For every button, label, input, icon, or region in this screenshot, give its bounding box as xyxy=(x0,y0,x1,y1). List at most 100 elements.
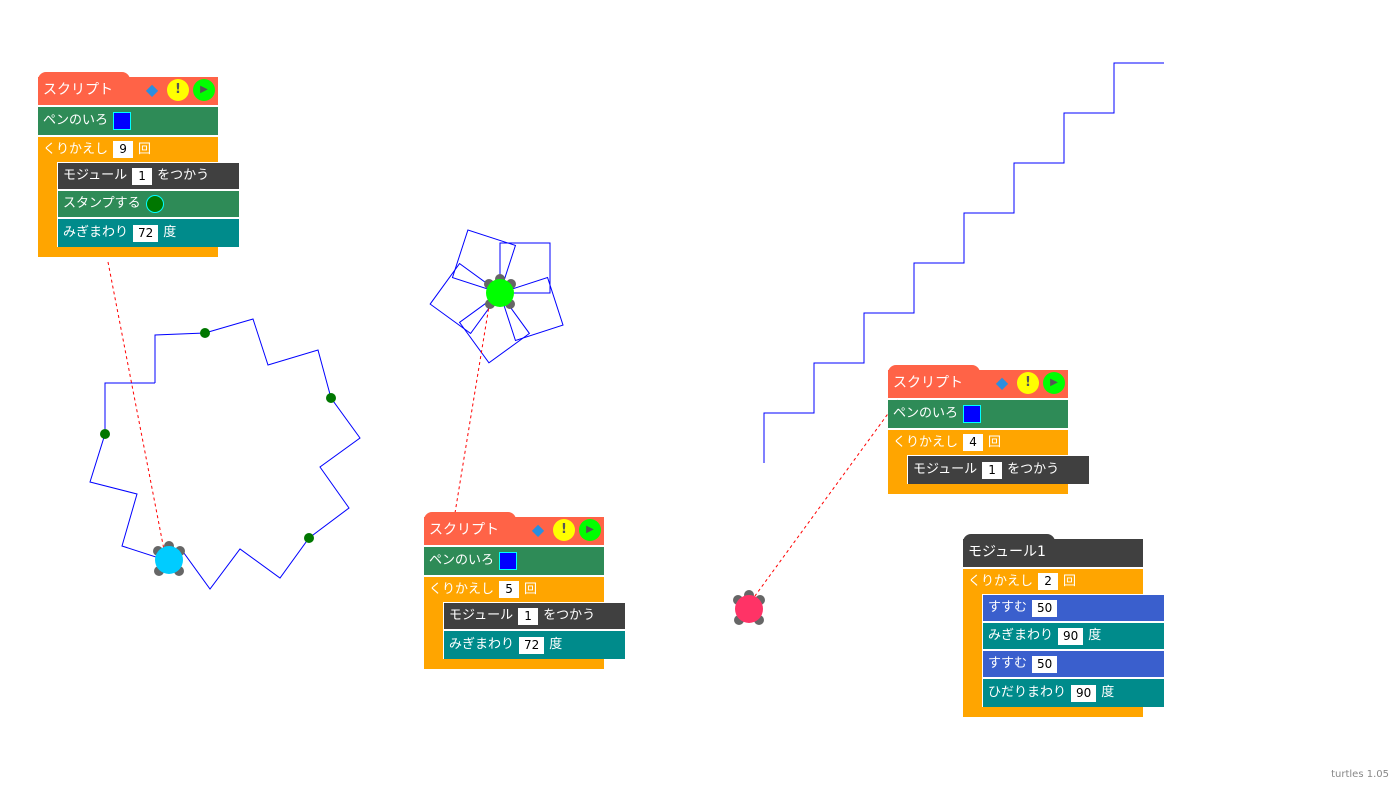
module-number-input[interactable]: 1 xyxy=(982,461,1003,479)
stamp-dot xyxy=(304,533,314,543)
label: 回 xyxy=(138,142,152,157)
angle-input[interactable]: 90 xyxy=(1058,627,1084,645)
label: ひだりまわり xyxy=(988,685,1067,700)
warning-icon[interactable]: ! xyxy=(1017,372,1039,394)
stamp-dot xyxy=(200,328,210,338)
pen-color-block[interactable]: ペンのいろ xyxy=(38,107,218,135)
module-block[interactable]: モジュール 1 をつかう xyxy=(908,456,1089,484)
turn-right-block[interactable]: みぎまわり 72 度 xyxy=(444,631,625,659)
pen-color-swatch[interactable] xyxy=(113,112,132,130)
repeat-count-input[interactable]: 4 xyxy=(963,434,984,451)
repeat-count-input[interactable]: 9 xyxy=(113,141,134,158)
flower-drawing xyxy=(429,229,564,364)
play-icon[interactable]: ▶ xyxy=(193,79,215,101)
forward-block[interactable]: すすむ 50 xyxy=(983,651,1164,679)
angle-input[interactable]: 90 xyxy=(1071,684,1097,702)
label: くりかえし xyxy=(429,582,495,597)
angle-input[interactable]: 72 xyxy=(133,224,159,242)
label: すすむ xyxy=(988,656,1028,671)
star-drawing xyxy=(89,318,361,590)
label: 度 xyxy=(549,637,563,652)
forward-block[interactable]: すすむ 50 xyxy=(983,595,1164,623)
label: すすむ xyxy=(988,600,1028,615)
link-line xyxy=(454,299,491,514)
module-title: モジュール1 xyxy=(968,544,1046,560)
script-header[interactable]: スクリプト ◆!▶ xyxy=(888,370,1068,398)
flower-square xyxy=(429,262,501,335)
label: をつかう xyxy=(543,608,596,623)
label: スタンプする xyxy=(63,196,141,211)
eraser-icon[interactable]: ◆ xyxy=(531,520,545,539)
module-block[interactable]: モジュール 1 をつかう xyxy=(444,603,625,631)
script-title: スクリプト xyxy=(43,82,113,98)
warning-icon[interactable]: ! xyxy=(167,79,189,101)
label: 回 xyxy=(988,435,1002,450)
label: みぎまわり xyxy=(449,637,515,652)
flower-square xyxy=(499,276,564,342)
stamp-color-swatch[interactable] xyxy=(145,195,164,213)
eraser-icon[interactable]: ◆ xyxy=(145,80,159,99)
warning-icon[interactable]: ! xyxy=(553,519,575,541)
label: くりかえし xyxy=(968,574,1034,589)
stamp-block[interactable]: スタンプする xyxy=(58,191,239,219)
label: ペンのいろ xyxy=(893,406,959,421)
stamp-dot xyxy=(326,393,336,403)
label: くりかえし xyxy=(43,142,109,157)
version-label: turtles 1.05 xyxy=(1331,769,1389,780)
turn-right-block[interactable]: みぎまわり 72 度 xyxy=(58,219,239,247)
play-icon[interactable]: ▶ xyxy=(1043,372,1065,394)
label: ペンのいろ xyxy=(43,113,109,128)
stairs-drawing xyxy=(763,62,1164,463)
link-line xyxy=(107,261,166,556)
pen-color-swatch[interactable] xyxy=(499,552,518,570)
turtle[interactable] xyxy=(484,274,516,309)
module-header[interactable]: モジュール1 xyxy=(963,539,1143,567)
turn-left-block[interactable]: ひだりまわり 90 度 xyxy=(983,679,1164,707)
eraser-icon[interactable]: ◆ xyxy=(995,373,1009,392)
script-header[interactable]: スクリプト ◆!▶ xyxy=(38,77,218,105)
script-title: スクリプト xyxy=(429,522,499,538)
script-title: スクリプト xyxy=(893,375,963,391)
repeat-count-input[interactable]: 2 xyxy=(1038,573,1059,590)
link-line xyxy=(751,399,899,601)
repeat-count-input[interactable]: 5 xyxy=(499,581,520,598)
turtle[interactable] xyxy=(153,541,185,576)
label: 回 xyxy=(1063,574,1077,589)
flower-square xyxy=(451,229,517,294)
distance-input[interactable]: 50 xyxy=(1032,655,1058,673)
label: モジュール xyxy=(913,462,978,477)
angle-input[interactable]: 72 xyxy=(519,636,545,654)
turtle[interactable] xyxy=(733,590,765,625)
label: 回 xyxy=(524,582,538,597)
flower-square xyxy=(499,242,551,294)
label: モジュール xyxy=(63,168,128,183)
pen-color-block[interactable]: ペンのいろ xyxy=(424,547,604,575)
distance-input[interactable]: 50 xyxy=(1032,599,1058,617)
pen-color-block[interactable]: ペンのいろ xyxy=(888,400,1068,428)
label: 度 xyxy=(1101,685,1115,700)
label: ペンのいろ xyxy=(429,553,495,568)
module-number-input[interactable]: 1 xyxy=(132,167,153,185)
label: みぎまわり xyxy=(63,225,129,240)
label: をつかう xyxy=(1007,462,1060,477)
label: 度 xyxy=(163,225,177,240)
script-header[interactable]: スクリプト ◆!▶ xyxy=(424,517,604,545)
label: くりかえし xyxy=(893,435,959,450)
play-icon[interactable]: ▶ xyxy=(579,519,601,541)
module-number-input[interactable]: 1 xyxy=(518,607,539,625)
label: みぎまわり xyxy=(988,628,1054,643)
stamp-dot xyxy=(100,429,110,439)
pen-color-swatch[interactable] xyxy=(963,405,982,423)
label: モジュール xyxy=(449,608,514,623)
